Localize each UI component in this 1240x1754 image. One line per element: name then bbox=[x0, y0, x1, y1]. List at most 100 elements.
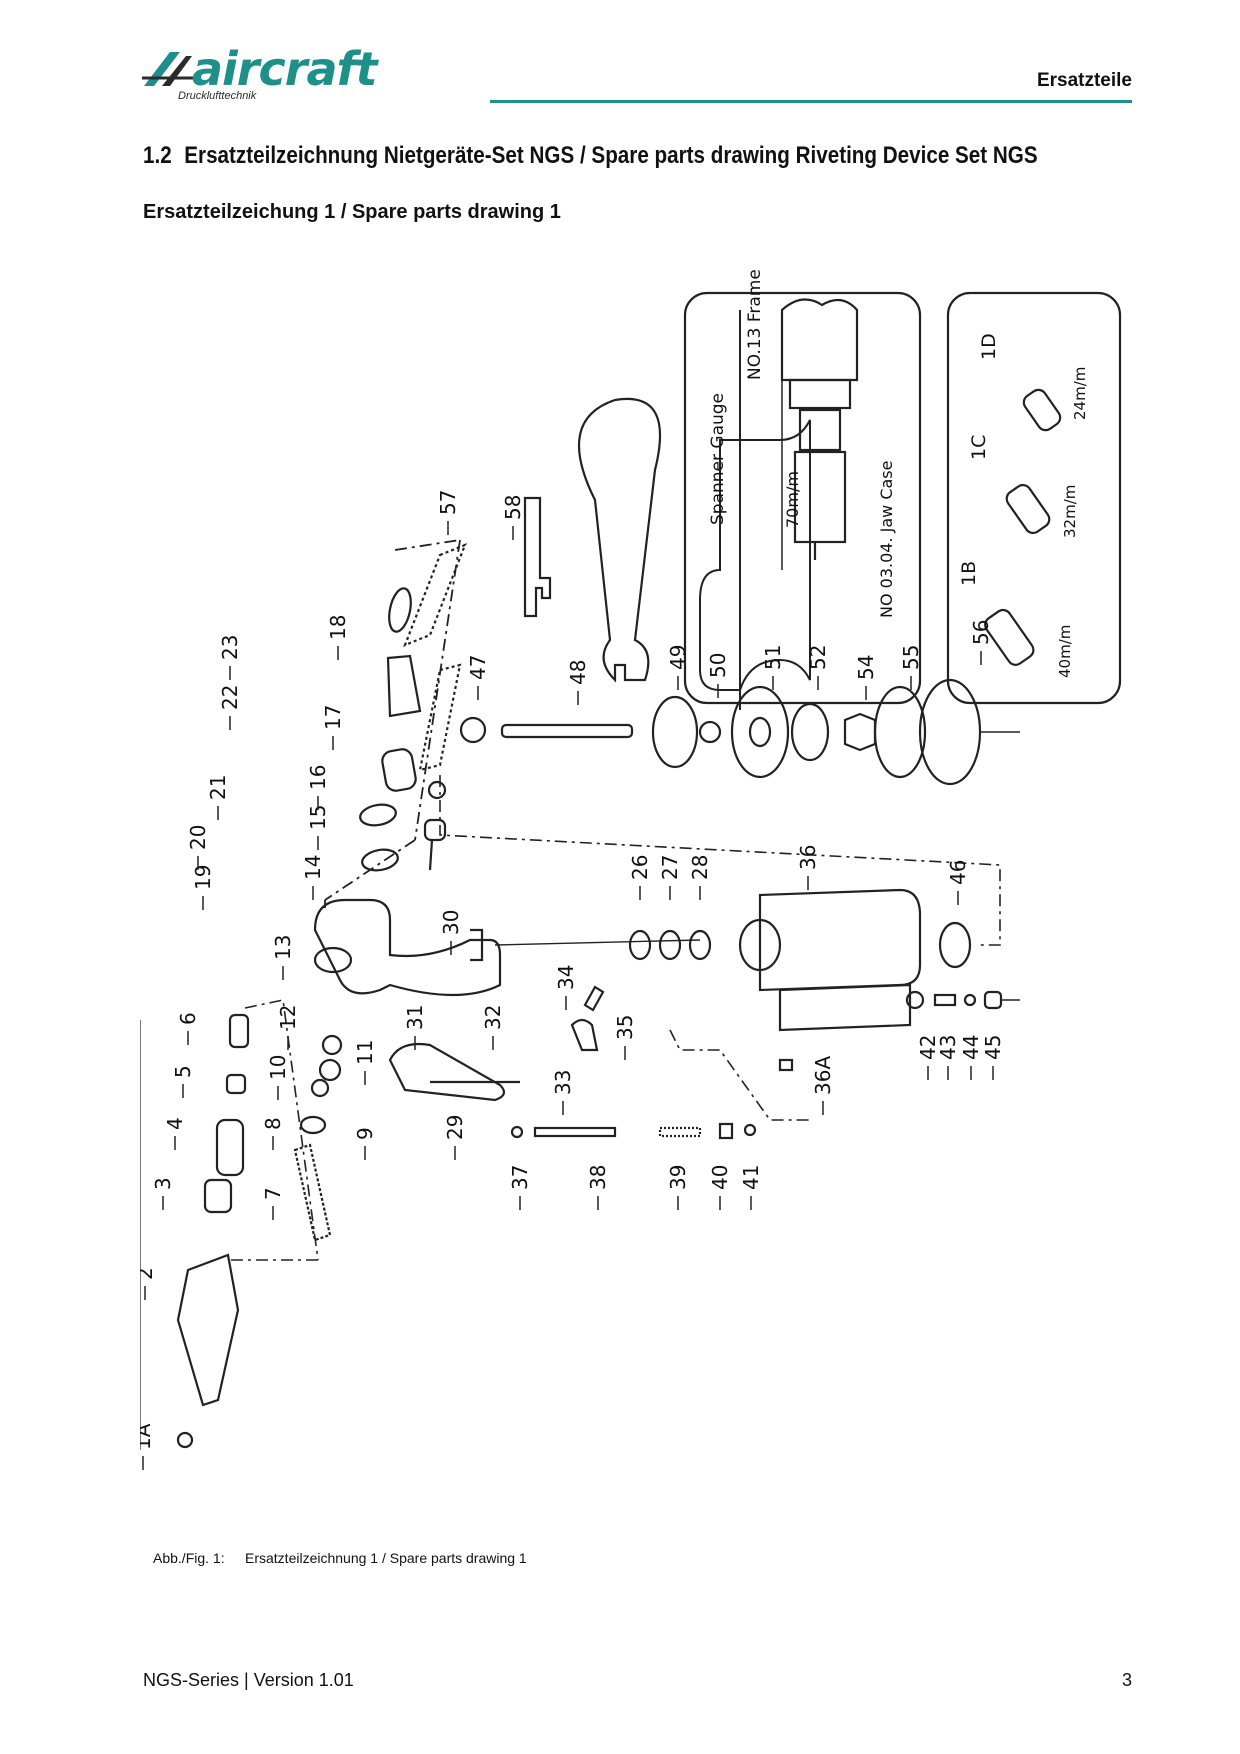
bracket-valve bbox=[669, 1029, 810, 1121]
part-number-label: 16 bbox=[306, 765, 330, 790]
part-number-label: 1A bbox=[140, 1423, 155, 1450]
part-number-label: 18 bbox=[326, 615, 350, 640]
footer-series: NGS-Series | Version 1.01 bbox=[143, 1670, 354, 1690]
logo-subtitle: Drucklufttechnik bbox=[178, 90, 257, 102]
parts-front-assembly bbox=[176, 1013, 343, 1449]
part-number-label: 9 bbox=[353, 1127, 377, 1140]
part-number-label: 56 bbox=[969, 620, 993, 645]
part-number-label: 46 bbox=[946, 860, 970, 885]
part-number-label: 3 bbox=[151, 1177, 175, 1190]
figure-caption: Abb./Fig. 1: Ersatzteilzeichnung 1 / Spar… bbox=[153, 1550, 527, 1566]
part-number-label: 32 bbox=[481, 1005, 505, 1030]
part-number-label: 49 bbox=[666, 645, 690, 670]
part-number-label: 52 bbox=[806, 645, 830, 670]
part-number-label: 10 bbox=[266, 1055, 290, 1080]
part-number-label: 37 bbox=[508, 1165, 532, 1190]
part-number-label: 26 bbox=[628, 855, 652, 880]
bracket-rear-parts bbox=[324, 539, 461, 908]
header-divider bbox=[490, 100, 1132, 103]
part-number-label: 54 bbox=[854, 655, 878, 680]
part-number-label: 50 bbox=[706, 653, 730, 678]
spare-parts-drawing: Spanner Gauge NO.13 Frame 70m/m NO 03.04… bbox=[140, 270, 1122, 1470]
nozzle-1c-icon bbox=[1005, 483, 1051, 535]
part-number-label: 13 bbox=[271, 935, 295, 960]
brand-logo: aircraft Drucklufttechnik bbox=[140, 42, 377, 108]
nozzle-1c-label: 1C bbox=[968, 435, 990, 460]
section-label: Ersatzteile bbox=[1036, 70, 1132, 91]
part-number-label: 11 bbox=[353, 1040, 377, 1065]
trigger-parts bbox=[388, 985, 605, 1102]
nozzle-1b-label: 1B bbox=[958, 561, 980, 586]
part-number-label: 6 bbox=[176, 1012, 200, 1025]
part-number-label: 34 bbox=[554, 965, 578, 990]
part-number-label: 31 bbox=[403, 1005, 427, 1030]
part-number-label: 35 bbox=[613, 1015, 637, 1040]
valve-parts-42-45 bbox=[905, 990, 1020, 1010]
parts-nose-assembly bbox=[359, 543, 467, 872]
part-number-label: 28 bbox=[688, 855, 712, 880]
caption-label: Abb./Fig. 1: bbox=[153, 1550, 225, 1566]
part-number-label: 8 bbox=[261, 1117, 285, 1130]
page-heading: 1.2 Ersatzteilzeichnung Nietgeräte-Set NG… bbox=[143, 142, 1038, 170]
nozzle-1d-size: 24m/m bbox=[1071, 367, 1089, 420]
nozzle-1d-icon bbox=[1022, 388, 1062, 432]
heading-number: 1.2 bbox=[143, 142, 172, 169]
bracket-piston bbox=[439, 775, 1001, 946]
part-number-label: 44 bbox=[959, 1035, 983, 1060]
part-number-label: 17 bbox=[321, 705, 345, 730]
part-number-label: 47 bbox=[466, 655, 490, 680]
part-number-label: 39 bbox=[666, 1165, 690, 1190]
part-number-label: 43 bbox=[936, 1035, 960, 1060]
page-number: 3 bbox=[1121, 1670, 1132, 1690]
part-number-label: 36A bbox=[811, 1056, 835, 1095]
frame-label: NO.13 Frame bbox=[745, 270, 765, 380]
nozzle-1d-label: 1D bbox=[978, 333, 1000, 360]
part-number-label: 30 bbox=[439, 910, 463, 935]
part-number-label: 33 bbox=[551, 1070, 575, 1095]
tool-body-13 bbox=[313, 898, 502, 997]
spanner-57-icon bbox=[523, 496, 552, 618]
part-number-label: 20 bbox=[186, 825, 210, 850]
part-number-label: 4 bbox=[163, 1117, 187, 1130]
part-number-label: 29 bbox=[443, 1115, 467, 1140]
part-number-label: 2 bbox=[140, 1267, 157, 1280]
part-number-label: 38 bbox=[586, 1165, 610, 1190]
part-number-label: 40 bbox=[708, 1165, 732, 1190]
inset-nozzles: 1B 1C 1D 40m/m 32m/m 24m/m bbox=[946, 291, 1122, 705]
part-number-label: 21 bbox=[206, 775, 230, 800]
caption-text: Ersatzteilzeichnung 1 / Spare parts draw… bbox=[245, 1550, 527, 1566]
drawing-subheading: Ersatzteilzeichung 1 / Spare parts drawi… bbox=[143, 201, 561, 223]
part-number-label: 42 bbox=[916, 1035, 940, 1060]
wrench-58-icon bbox=[577, 397, 662, 683]
part-number-label: 36 bbox=[796, 845, 820, 870]
part-number-label: 48 bbox=[566, 660, 590, 685]
part-number-label: 58 bbox=[501, 495, 525, 520]
jaw-case-label: NO 03.04. Jaw Case bbox=[877, 461, 896, 618]
nozzle-1c-size: 32m/m bbox=[1061, 485, 1079, 538]
part-number-label: 55 bbox=[899, 645, 923, 670]
part-number-label: 5 bbox=[171, 1065, 195, 1078]
piston-parts bbox=[459, 678, 1020, 786]
logo-mark-icon bbox=[142, 52, 198, 86]
part-number-label: 7 bbox=[261, 1187, 285, 1200]
cylinder-36 bbox=[738, 888, 922, 1072]
gauge-dimension: 70m/m bbox=[783, 471, 802, 528]
nut-46-icon bbox=[938, 921, 972, 969]
nozzle-1b-size: 40m/m bbox=[1056, 625, 1074, 678]
valve-stem-parts bbox=[510, 1122, 757, 1140]
part-number-label: 45 bbox=[981, 1035, 1005, 1060]
logo-wordmark: aircraft bbox=[192, 42, 377, 96]
part-number-label: 27 bbox=[658, 855, 682, 880]
part-number-label: 51 bbox=[761, 645, 785, 670]
part-number-label: 23 bbox=[218, 635, 242, 660]
bracket-front-parts bbox=[228, 999, 319, 1261]
part-number-label: 22 bbox=[218, 685, 242, 710]
o-rings-26-28 bbox=[628, 929, 712, 961]
part-number-label: 57 bbox=[436, 490, 460, 515]
part-number-label: 41 bbox=[739, 1165, 763, 1190]
spanner-gauge-label: Spanner Gauge bbox=[708, 393, 728, 525]
heading-title: Ersatzteilzeichnung Nietgeräte-Set NGS /… bbox=[184, 142, 1038, 169]
part-number-label: 12 bbox=[276, 1005, 300, 1030]
part-number-label: 14 bbox=[301, 855, 325, 880]
inset-spanner-gauge: Spanner Gauge NO.13 Frame 70m/m NO 03.04… bbox=[683, 270, 922, 710]
